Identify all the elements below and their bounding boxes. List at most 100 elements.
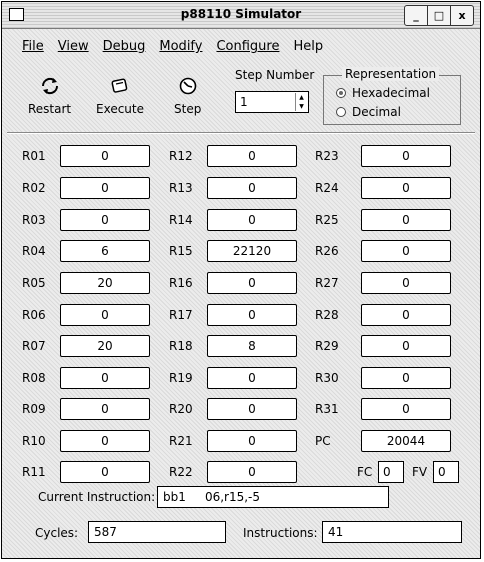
restart-label: Restart xyxy=(28,102,72,116)
register-value[interactable]: 0 xyxy=(207,209,297,231)
step-number-value: 1 xyxy=(240,95,248,109)
register-label: R02 xyxy=(22,181,46,195)
register-label: R27 xyxy=(315,276,339,290)
menu-debug[interactable]: Debug xyxy=(102,39,146,54)
register-label: R13 xyxy=(169,181,193,195)
spinner-arrows[interactable]: ▲ ▼ xyxy=(295,93,307,111)
register-value[interactable]: 0 xyxy=(60,398,150,420)
pc-value[interactable]: 20044 xyxy=(361,430,451,452)
register-value[interactable]: 0 xyxy=(60,145,150,167)
register-label: R23 xyxy=(315,149,339,163)
register-value[interactable]: 0 xyxy=(361,367,451,389)
minimize-button[interactable]: _ xyxy=(405,6,428,25)
register-label: R09 xyxy=(22,402,46,416)
instructions-label: Instructions: xyxy=(243,526,318,540)
register-label: R26 xyxy=(315,244,339,258)
register-value[interactable]: 0 xyxy=(361,304,451,326)
register-label: R15 xyxy=(169,244,193,258)
close-button[interactable]: x xyxy=(458,9,466,22)
register-label: R18 xyxy=(169,339,193,353)
maximize-button[interactable]: □ xyxy=(428,6,451,25)
menu-modify[interactable]: Modify xyxy=(159,39,203,54)
register-value[interactable]: 0 xyxy=(60,209,150,231)
register-label: R06 xyxy=(22,308,46,322)
register-value[interactable]: 0 xyxy=(207,272,297,294)
register-label: R05 xyxy=(22,276,46,290)
register-value[interactable]: 0 xyxy=(361,272,451,294)
decimal-radio[interactable]: Decimal xyxy=(336,105,401,119)
restart-button[interactable]: Restart xyxy=(28,76,71,116)
register-label: R08 xyxy=(22,371,46,385)
register-value[interactable]: 0 xyxy=(207,461,297,483)
register-label: R07 xyxy=(22,339,46,353)
register-label: R11 xyxy=(22,465,46,479)
register-value[interactable]: 0 xyxy=(60,177,150,199)
register-label: R22 xyxy=(169,465,193,479)
hexadecimal-radio[interactable]: Hexadecimal xyxy=(336,86,430,100)
window-menu-icon[interactable] xyxy=(9,8,24,21)
register-label: R21 xyxy=(169,434,193,448)
toolbar-divider xyxy=(7,132,475,134)
step-button[interactable]: Step xyxy=(174,76,201,116)
register-value[interactable]: 20 xyxy=(60,272,150,294)
register-value[interactable]: 0 xyxy=(207,367,297,389)
register-value[interactable]: 0 xyxy=(361,209,451,231)
register-value[interactable]: 22120 xyxy=(207,240,297,262)
register-label: R25 xyxy=(315,213,339,227)
register-value[interactable]: 0 xyxy=(361,177,451,199)
fv-value[interactable]: 0 xyxy=(433,461,459,483)
execute-icon xyxy=(111,78,128,93)
register-label: R28 xyxy=(315,308,339,322)
register-label: R30 xyxy=(315,371,339,385)
register-value[interactable]: 0 xyxy=(60,461,150,483)
menu-file[interactable]: File xyxy=(22,39,44,54)
register-label: R19 xyxy=(169,371,193,385)
representation-group: Representation Hexadecimal Decimal xyxy=(323,67,461,125)
current-instruction-field[interactable]: bb1 06,r15,-5 xyxy=(157,486,389,508)
fc-value[interactable]: 0 xyxy=(378,461,404,483)
window-controls: _ □ x xyxy=(404,5,474,26)
menu-configure[interactable]: Configure xyxy=(216,39,280,54)
register-value[interactable]: 0 xyxy=(361,145,451,167)
register-value[interactable]: 0 xyxy=(361,240,451,262)
register-label: R20 xyxy=(169,402,193,416)
register-label: R14 xyxy=(169,213,193,227)
register-label: R24 xyxy=(315,181,339,195)
window-title: p88110 Simulator xyxy=(180,7,302,21)
menu-view[interactable]: View xyxy=(57,39,89,54)
step-number-label: Step Number xyxy=(235,68,315,82)
instructions-field[interactable]: 41 xyxy=(322,521,462,543)
decimal-label: Decimal xyxy=(352,105,401,119)
execute-button[interactable]: Execute xyxy=(96,76,144,116)
register-value[interactable]: 0 xyxy=(60,304,150,326)
register-value[interactable]: 0 xyxy=(207,304,297,326)
radio-selected-icon xyxy=(336,88,346,98)
register-value[interactable]: 0 xyxy=(361,398,451,420)
execute-label: Execute xyxy=(96,102,144,116)
register-value[interactable]: 0 xyxy=(207,398,297,420)
cycles-label: Cycles: xyxy=(35,526,79,540)
step-number-spinner[interactable]: 1 ▲ ▼ xyxy=(235,91,309,113)
spin-up-icon[interactable]: ▲ xyxy=(299,94,304,101)
register-value[interactable]: 0 xyxy=(361,335,451,357)
register-label: R10 xyxy=(22,434,46,448)
fc-label: FC xyxy=(357,465,373,479)
register-label: R17 xyxy=(169,308,193,322)
register-label: R12 xyxy=(169,149,193,163)
register-value[interactable]: 0 xyxy=(60,367,150,389)
title-bar: p88110 Simulator _ □ x xyxy=(2,2,480,29)
register-value[interactable]: 0 xyxy=(207,177,297,199)
register-label: R16 xyxy=(169,276,193,290)
register-value[interactable]: 20 xyxy=(60,335,150,357)
spin-down-icon[interactable]: ▼ xyxy=(299,103,304,110)
register-value[interactable]: 0 xyxy=(207,430,297,452)
menu-help[interactable]: Help xyxy=(293,39,324,54)
cycles-field[interactable]: 587 xyxy=(88,521,226,543)
register-value[interactable]: 8 xyxy=(207,335,297,357)
register-value[interactable]: 6 xyxy=(60,240,150,262)
register-label: R01 xyxy=(22,149,46,163)
fv-label: FV xyxy=(412,465,428,479)
register-value[interactable]: 0 xyxy=(60,430,150,452)
register-value[interactable]: 0 xyxy=(207,145,297,167)
